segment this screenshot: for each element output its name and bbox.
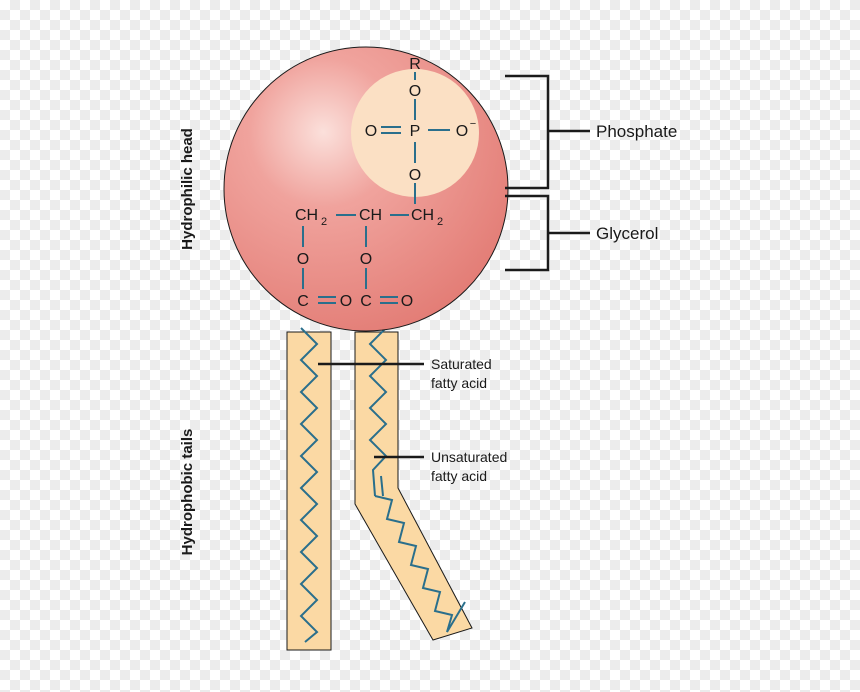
sub-2-left: 2: [321, 216, 327, 228]
unsaturated-chain-upper: [368, 327, 388, 497]
charge-minus: −: [470, 118, 476, 130]
atom-ch2-right: CH: [411, 207, 434, 224]
bond-lines: [302, 72, 450, 304]
atom-c-right: C: [360, 293, 372, 310]
atom-ch2-left: CH: [295, 207, 318, 224]
unsaturated-label-2: fatty acid: [431, 468, 487, 484]
double-bond-line: [380, 475, 384, 497]
saturated-label-2: fatty acid: [431, 375, 487, 391]
sub-2-right: 2: [437, 216, 443, 228]
glycerol-bracket: [505, 194, 550, 272]
atom-p: P: [410, 123, 421, 140]
saturated-chain: [299, 327, 319, 643]
atom-o-ester-left: O: [297, 251, 309, 268]
atom-o-ester-right: O: [360, 251, 372, 268]
phosphate-label: Phosphate: [596, 122, 677, 141]
atom-o-lower: O: [409, 167, 421, 184]
phosphate-zone: [351, 69, 479, 197]
atom-o-upper: O: [409, 83, 421, 100]
atom-o-carbonyl-left: O: [340, 293, 352, 310]
glycerol-label: Glycerol: [596, 224, 658, 243]
hydrophilic-head-label: Hydrophilic head: [179, 128, 196, 250]
atom-c-left: C: [297, 293, 309, 310]
atom-r: R: [409, 56, 421, 73]
unsaturated-label-1: Unsaturated: [431, 449, 507, 465]
atom-o-left: O: [365, 123, 377, 140]
phosphate-bracket: [505, 74, 550, 190]
saturated-tail: [286, 331, 332, 651]
atom-o-minus: O: [456, 123, 468, 140]
atom-o-carbonyl-right: O: [401, 293, 413, 310]
unsaturated-chain-lower: [374, 495, 466, 633]
atom-ch-middle: CH: [359, 207, 382, 224]
hydrophobic-tails-label: Hydrophobic tails: [179, 429, 196, 556]
unsaturated-tail: [354, 331, 473, 641]
saturated-label-1: Saturated: [431, 356, 492, 372]
